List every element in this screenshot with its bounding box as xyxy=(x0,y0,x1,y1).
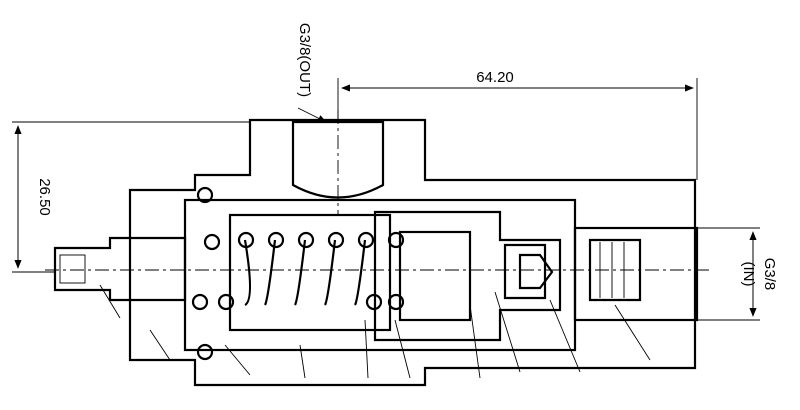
outlet-label-group: G3/8(OUT) xyxy=(296,23,327,123)
length-dimension-label: 64.20 xyxy=(476,69,514,86)
leader-lines xyxy=(99,284,651,379)
height-dimension-label: 26.50 xyxy=(36,178,53,216)
spring-chamber xyxy=(191,186,405,361)
inlet-port-label: G3/8 xyxy=(761,258,778,291)
spring xyxy=(191,186,405,361)
dimension-height: 26.50 xyxy=(12,121,250,273)
spool xyxy=(373,210,562,342)
inlet-port-sublabel: (IN) xyxy=(740,262,757,287)
dimension-length: 64.20 xyxy=(337,69,698,180)
adjusting-screw xyxy=(53,236,187,302)
inlet-label-group: G3/8 (IN) xyxy=(697,227,778,321)
center-lines xyxy=(45,110,710,271)
outlet-port-label: G3/8(OUT) xyxy=(296,23,313,97)
